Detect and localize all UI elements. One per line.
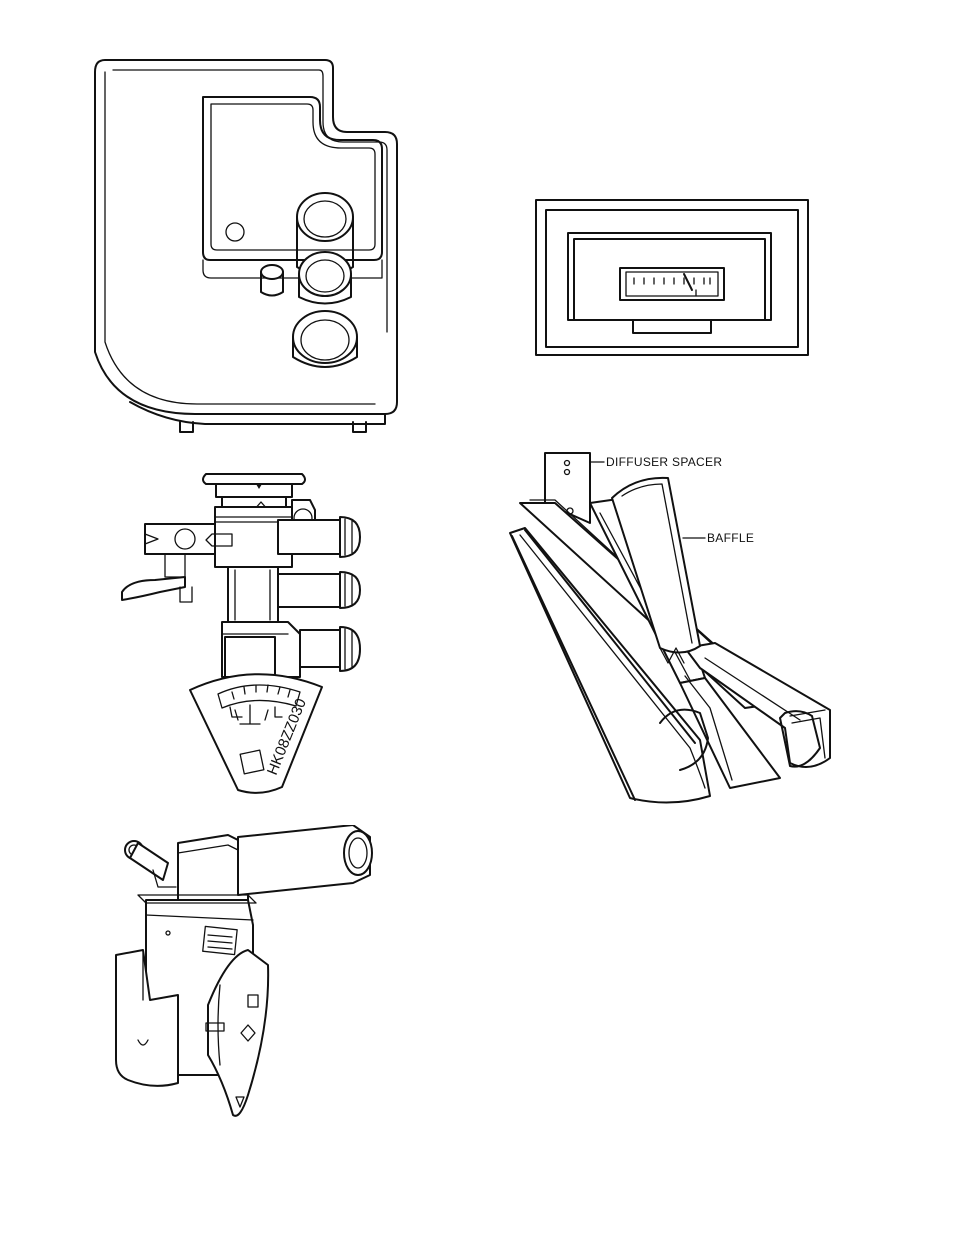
diffuser-spacer-label: DIFFUSER SPACER <box>606 455 722 469</box>
meter-figure <box>534 198 810 360</box>
diffuser-baffle-icon: DIFFUSER SPACER BAFFLE <box>500 448 850 823</box>
baffle-label: BAFFLE <box>707 531 754 545</box>
gas-control-valve-icon: HK08ZZ030 <box>110 462 375 802</box>
gas-control-figure: HK08ZZ030 <box>110 462 375 802</box>
valve-housing-figure <box>85 52 415 437</box>
meter-gauge-icon <box>534 198 810 360</box>
diffuser-figure: DIFFUSER SPACER BAFFLE <box>500 448 850 823</box>
gas-valve-housing-icon <box>85 52 415 437</box>
ignition-valve-figure <box>108 825 380 1125</box>
ignition-valve-icon <box>108 825 380 1125</box>
